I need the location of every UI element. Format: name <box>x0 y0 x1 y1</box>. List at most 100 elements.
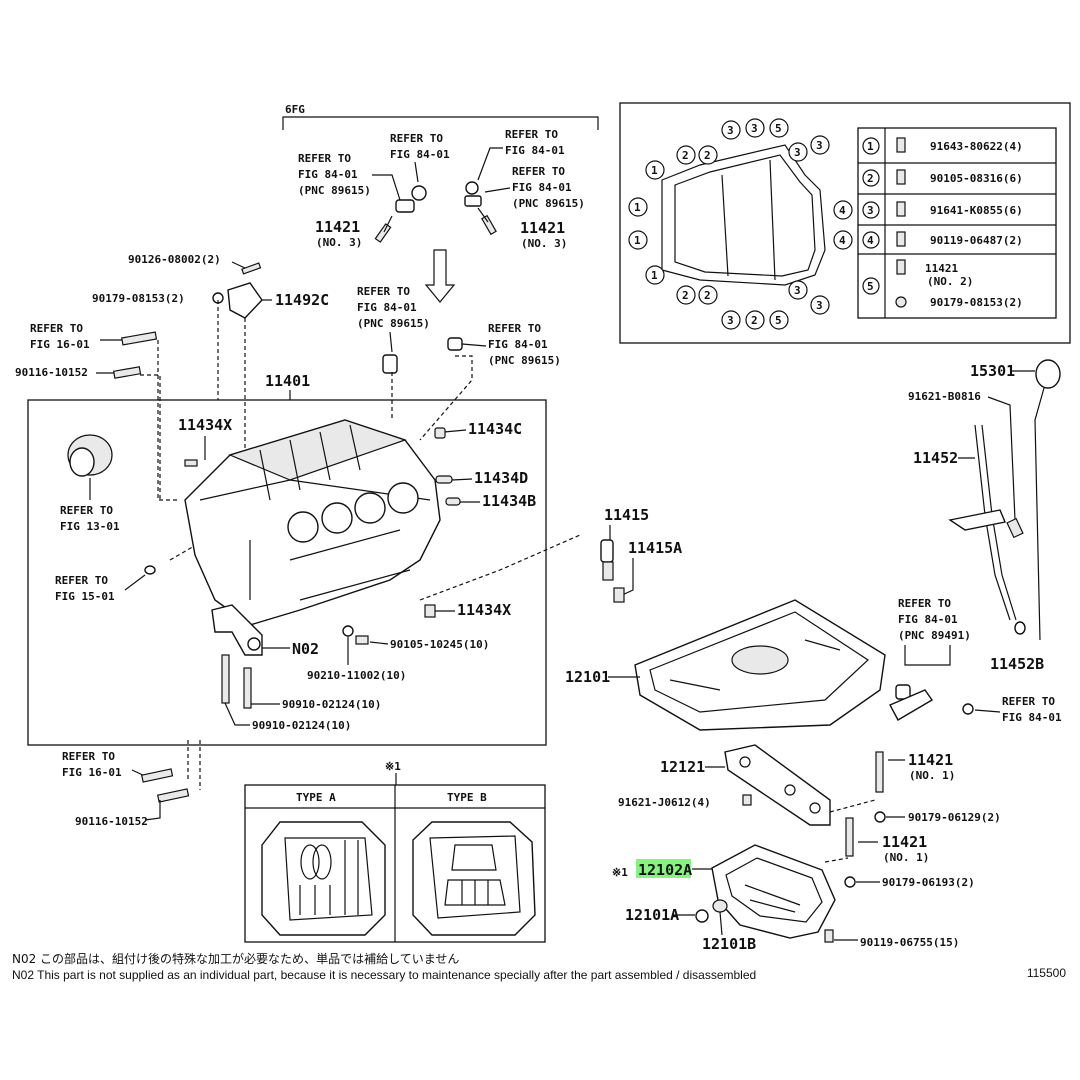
svg-text:90910-02124(10): 90910-02124(10) <box>282 698 381 711</box>
legend-number: 5 <box>867 280 874 293</box>
legend-number-circle <box>862 201 880 219</box>
svg-text:(NO. 1): (NO. 1) <box>909 769 955 782</box>
legend-number-circle <box>862 169 880 187</box>
note-japanese: N02 この部品は、組付け後の特殊な加工が必要なため、単品では補給していません <box>12 952 460 966</box>
svg-text:12121: 12121 <box>660 758 705 776</box>
callout-number: 2 <box>682 289 689 302</box>
legend-number-circle <box>862 277 880 295</box>
legend-number: 3 <box>867 204 874 217</box>
callout-circle <box>788 142 808 162</box>
svg-text:11421: 11421 <box>882 833 927 851</box>
callout-number: 3 <box>794 284 801 297</box>
callout-circle <box>769 310 789 330</box>
oil-pan-upper-part <box>634 599 886 731</box>
callout-number: 2 <box>704 149 711 162</box>
callout-circle <box>628 197 648 217</box>
callout-circle <box>833 200 853 220</box>
figure-number: 115500 <box>1026 966 1066 980</box>
callout-circle <box>676 145 696 165</box>
svg-text:REFER TO: REFER TO <box>60 504 113 517</box>
callout-circle <box>721 310 741 330</box>
oil-pan-lower-part <box>711 844 836 939</box>
svg-text:90126-08002(2): 90126-08002(2) <box>128 253 221 266</box>
callout-number: 1 <box>634 234 641 247</box>
legend-fastener-icon <box>896 231 906 247</box>
svg-text:12101A: 12101A <box>625 906 679 924</box>
callout-number: 1 <box>651 164 658 177</box>
legend-nut-icon <box>895 296 907 308</box>
svg-text:REFER TO: REFER TO <box>390 132 443 145</box>
svg-text:(PNC 89615): (PNC 89615) <box>488 354 561 367</box>
svg-text:11421: 11421 <box>908 751 953 769</box>
svg-text:90179-08153(2): 90179-08153(2) <box>92 292 185 305</box>
legend-number: 2 <box>867 172 874 185</box>
legend-part-number: 90105-08316(6) <box>930 172 1023 185</box>
svg-text:90910-02124(10): 90910-02124(10) <box>252 719 351 732</box>
svg-text:※1: ※1 <box>612 866 628 879</box>
svg-text:FIG 16-01: FIG 16-01 <box>30 338 90 351</box>
svg-text:FIG 84-01: FIG 84-01 <box>390 148 450 161</box>
svg-text:REFER TO: REFER TO <box>357 285 410 298</box>
label-12102a-highlighted: 12102A <box>638 861 692 879</box>
svg-text:90119-06755(15): 90119-06755(15) <box>860 936 959 949</box>
timing-cover-part <box>67 434 113 500</box>
legend-number: 4 <box>867 234 874 247</box>
callout-circle <box>769 118 789 138</box>
svg-text:(PNC 89491): (PNC 89491) <box>898 629 971 642</box>
sensor-parts-top <box>374 181 497 243</box>
callout-number: 2 <box>682 149 689 162</box>
svg-text:FIG 84-01: FIG 84-01 <box>505 144 565 157</box>
callout-circle <box>788 280 808 300</box>
refer-top-left: REFER TO FIG 84-01 (PNC 89615) <box>298 152 401 201</box>
callout-number: 1 <box>634 201 641 214</box>
legend-part-sub: (NO. 2) <box>927 275 973 288</box>
oil-level-sensor-part <box>889 684 934 721</box>
callout-circle <box>745 118 765 138</box>
svg-text:REFER TO: REFER TO <box>30 322 83 335</box>
svg-text:11434B: 11434B <box>482 492 536 510</box>
callout-circle <box>810 135 830 155</box>
engine-block-group-frame <box>27 399 547 746</box>
callout-circle <box>645 265 665 285</box>
svg-text:90179-06129(2): 90179-06129(2) <box>908 811 1001 824</box>
arrow-down-icon <box>424 249 456 303</box>
svg-text:FIG 84-01: FIG 84-01 <box>357 301 417 314</box>
svg-text:FIG 15-01: FIG 15-01 <box>55 590 115 603</box>
svg-text:REFER TO: REFER TO <box>62 750 115 763</box>
svg-text:90105-10245(10): 90105-10245(10) <box>390 638 489 651</box>
group-6fg: 6FG <box>282 103 599 130</box>
svg-text:REFER TO: REFER TO <box>298 152 351 165</box>
legend-part-number: 90179-08153(2) <box>930 296 1023 309</box>
svg-text:REFER TO: REFER TO <box>512 165 565 178</box>
svg-text:FIG 84-01: FIG 84-01 <box>1002 711 1062 724</box>
svg-text:(NO. 1): (NO. 1) <box>883 851 929 864</box>
svg-text:11434X: 11434X <box>457 601 511 619</box>
pan-gasket-outline <box>661 144 826 286</box>
svg-text:(PNC 89615): (PNC 89615) <box>357 317 430 330</box>
label-11434x-top: 11434X <box>178 416 232 434</box>
callout-circle <box>810 295 830 315</box>
type-b-label: TYPE B <box>447 791 487 804</box>
callout-circle <box>745 310 765 330</box>
highlight-12102a <box>636 859 691 878</box>
svg-text:11434D: 11434D <box>474 469 528 487</box>
label-11401: 11401 <box>265 372 310 390</box>
legend-fastener-icon <box>896 259 906 275</box>
svg-text:90210-11002(10): 90210-11002(10) <box>307 669 406 682</box>
legend-part-number: 91641-K0855(6) <box>930 204 1023 217</box>
type-b-pan-drawing <box>412 821 536 936</box>
svg-text:11415A: 11415A <box>628 539 682 557</box>
svg-text:REFER TO: REFER TO <box>898 597 951 610</box>
callout-number: 3 <box>816 139 823 152</box>
group-label: 6FG <box>285 103 305 116</box>
label-11421-no3-left: 11421 <box>315 218 360 236</box>
legend-number-circle <box>862 231 880 249</box>
svg-text:※1: ※1 <box>385 760 401 773</box>
legend-part-number: 91643-80622(4) <box>930 140 1023 153</box>
svg-text:FIG 84-01: FIG 84-01 <box>898 613 958 626</box>
callout-number: 3 <box>727 314 734 327</box>
svg-text:90179-06193(2): 90179-06193(2) <box>882 876 975 889</box>
legend-part-number: 11421 <box>925 262 958 275</box>
callout-circle <box>645 160 665 180</box>
callout-number: 3 <box>751 122 758 135</box>
